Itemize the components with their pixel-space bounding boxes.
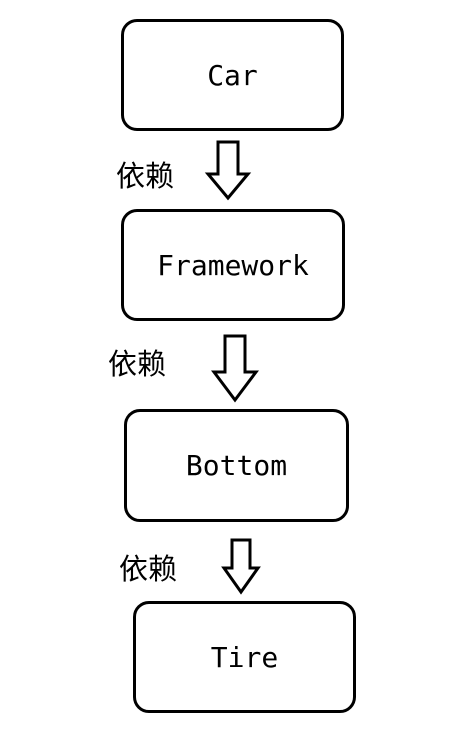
node-car-label: Car bbox=[207, 58, 258, 92]
node-car: Car bbox=[121, 19, 344, 131]
down-arrow-icon bbox=[211, 334, 259, 403]
node-bottom: Bottom bbox=[124, 409, 349, 522]
node-framework-label: Framework bbox=[157, 248, 309, 282]
down-arrow-icon bbox=[221, 538, 261, 595]
node-tire: Tire bbox=[133, 601, 356, 713]
node-framework: Framework bbox=[121, 209, 345, 321]
node-tire-label: Tire bbox=[210, 640, 279, 674]
node-bottom-label: Bottom bbox=[185, 449, 288, 482]
edge-label-bottom-tire: 依赖 bbox=[119, 552, 178, 586]
edge-label-car-framework: 依赖 bbox=[116, 159, 175, 193]
edge-label-framework-bottom: 依赖 bbox=[108, 347, 167, 381]
down-arrow-icon bbox=[204, 140, 252, 201]
